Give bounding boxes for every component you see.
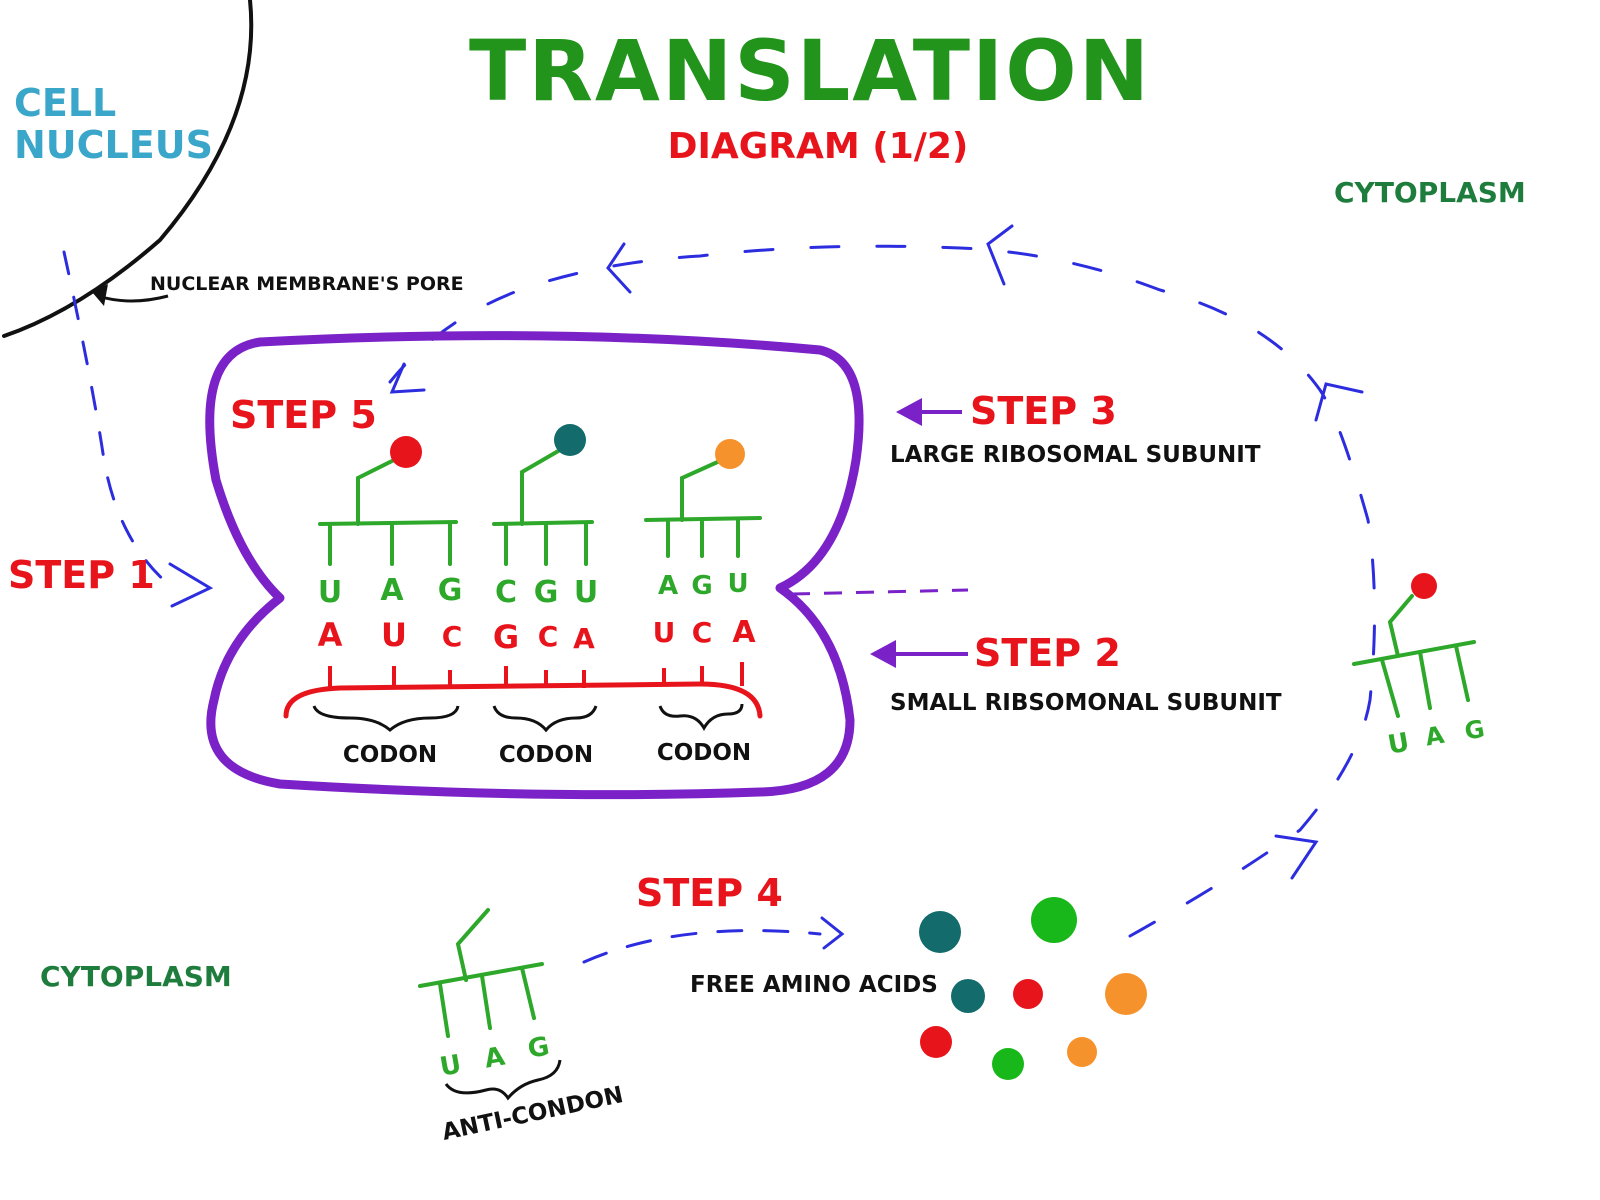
- step2-label: STEP 2: [974, 631, 1121, 675]
- codon-base: A: [732, 615, 756, 650]
- cell-nucleus-label-line1: CELL: [14, 81, 116, 125]
- ribosome-outline: [205, 331, 864, 800]
- small-subunit-label: SMALL RIBSOMONAL SUBUNIT: [890, 690, 1282, 716]
- trna-arm: [492, 520, 594, 526]
- codon-base: C: [442, 620, 463, 653]
- step1-label: STEP 1: [8, 553, 155, 597]
- anticodon-base: A: [658, 571, 678, 601]
- codon-base: A: [318, 616, 343, 654]
- codon-brace-1: [312, 705, 460, 732]
- loose-trna-right-base: A: [1423, 721, 1447, 752]
- codon-brace-2: [492, 705, 598, 733]
- trna-stem: [356, 454, 404, 526]
- mrna-strand: [283, 681, 763, 719]
- codon-base: U: [653, 616, 676, 649]
- codon-base: U: [381, 616, 407, 654]
- amino-acid-red: [390, 436, 422, 468]
- loose-trna-bottom: [418, 908, 544, 1038]
- free-amino-acid: [1013, 979, 1043, 1009]
- trna-leg: [520, 966, 536, 1020]
- ribosome-gap-dashline: [791, 588, 969, 596]
- free-amino-acid: [920, 1026, 952, 1058]
- trna-2: [492, 448, 594, 566]
- trna-3: [644, 458, 762, 558]
- trna-leg: [480, 974, 492, 1030]
- loose-trna-bottom-base: U: [438, 1050, 464, 1083]
- codon-base: C: [538, 620, 559, 653]
- codon-label: CODON: [499, 742, 593, 768]
- step3-label: STEP 3: [970, 389, 1117, 433]
- anticodon-base: G: [438, 573, 463, 608]
- anti-codon-brace: [444, 1059, 562, 1101]
- anticodon-base: C: [495, 575, 517, 610]
- codon-label: CODON: [657, 740, 751, 766]
- trna-stem: [455, 908, 490, 982]
- trna-leg: [1454, 644, 1470, 702]
- loose-trna-right-base: G: [1462, 715, 1486, 746]
- page-title: TRANSLATION: [469, 22, 1151, 120]
- free-amino-acid: [919, 911, 961, 953]
- cycle-chevron-icon-2: [1314, 382, 1364, 422]
- step2-arrowhead-icon: [870, 640, 896, 668]
- trna-1: [318, 454, 458, 566]
- codon-base: G: [493, 618, 519, 656]
- cycle-chevron-icon-4: [606, 242, 632, 294]
- anticodon-base: U: [318, 575, 342, 610]
- anticodon-base: U: [727, 569, 748, 599]
- trna-arm: [1352, 640, 1476, 666]
- loose-trna-bottom-base: G: [525, 1031, 551, 1064]
- path-trna-to-amino: [582, 929, 822, 964]
- free-amino-acid: [1031, 897, 1077, 943]
- trna-stem: [680, 458, 724, 522]
- mrna-ticks: [328, 662, 744, 688]
- trna-stem: [1387, 594, 1414, 658]
- anticodon-base: G: [534, 575, 559, 610]
- large-subunit-label: LARGE RIBOSOMAL SUBUNIT: [890, 442, 1261, 468]
- free-amino-acid: [951, 979, 985, 1013]
- codon-brace-3: [658, 703, 744, 732]
- trna-leg: [1380, 658, 1400, 718]
- anticodon-base: U: [574, 575, 598, 610]
- free-amino-acids-label: FREE AMINO ACIDS: [690, 972, 938, 998]
- anticodon-base: G: [691, 571, 712, 601]
- loose-trna-bottom-base: A: [482, 1042, 507, 1075]
- amino-acid-red: [1411, 573, 1437, 599]
- cycle-chevron-icon-3: [986, 224, 1014, 286]
- trna-stem: [520, 448, 562, 526]
- nuclear-membrane: [2, 0, 254, 338]
- free-amino-acid: [992, 1048, 1024, 1080]
- cytoplasm-label-top: CYTOPLASM: [1334, 176, 1526, 209]
- trna-arm: [318, 520, 458, 526]
- cycle-chevron-icon-1: [1274, 834, 1319, 880]
- free-amino-acid: [1105, 973, 1147, 1015]
- loose-trna-right: [1352, 594, 1476, 718]
- amino-acid-teal: [554, 424, 586, 456]
- pore-label: NUCLEAR MEMBRANE'S PORE: [150, 273, 464, 295]
- step5-label: STEP 5: [230, 393, 377, 437]
- step4-chevron-icon: [820, 916, 845, 950]
- codon-base: A: [573, 622, 595, 655]
- trna-leg: [1418, 650, 1432, 710]
- step4-label: STEP 4: [636, 871, 783, 915]
- anticodon-base: A: [380, 573, 404, 608]
- loose-trna-right-base: U: [1386, 728, 1412, 761]
- amino-acid-orange: [715, 439, 745, 469]
- codon-label: CODON: [343, 742, 437, 768]
- free-amino-acid: [1067, 1037, 1097, 1067]
- codon-base: C: [692, 616, 713, 649]
- page-subtitle: DIAGRAM (1/2): [668, 126, 969, 167]
- step1-chevron-icon: [168, 562, 214, 608]
- cycle-chevron-icon-5: [389, 362, 426, 394]
- pore-pointer-arrowhead: [92, 284, 108, 306]
- cell-nucleus-label-line2: NUCLEUS: [14, 123, 213, 167]
- path-cycle-loop: [388, 244, 1377, 938]
- cytoplasm-label-bottom: CYTOPLASM: [40, 960, 232, 993]
- trna-leg: [438, 982, 450, 1038]
- step3-arrowhead-icon: [896, 398, 922, 426]
- pore-pointer-line: [97, 294, 169, 303]
